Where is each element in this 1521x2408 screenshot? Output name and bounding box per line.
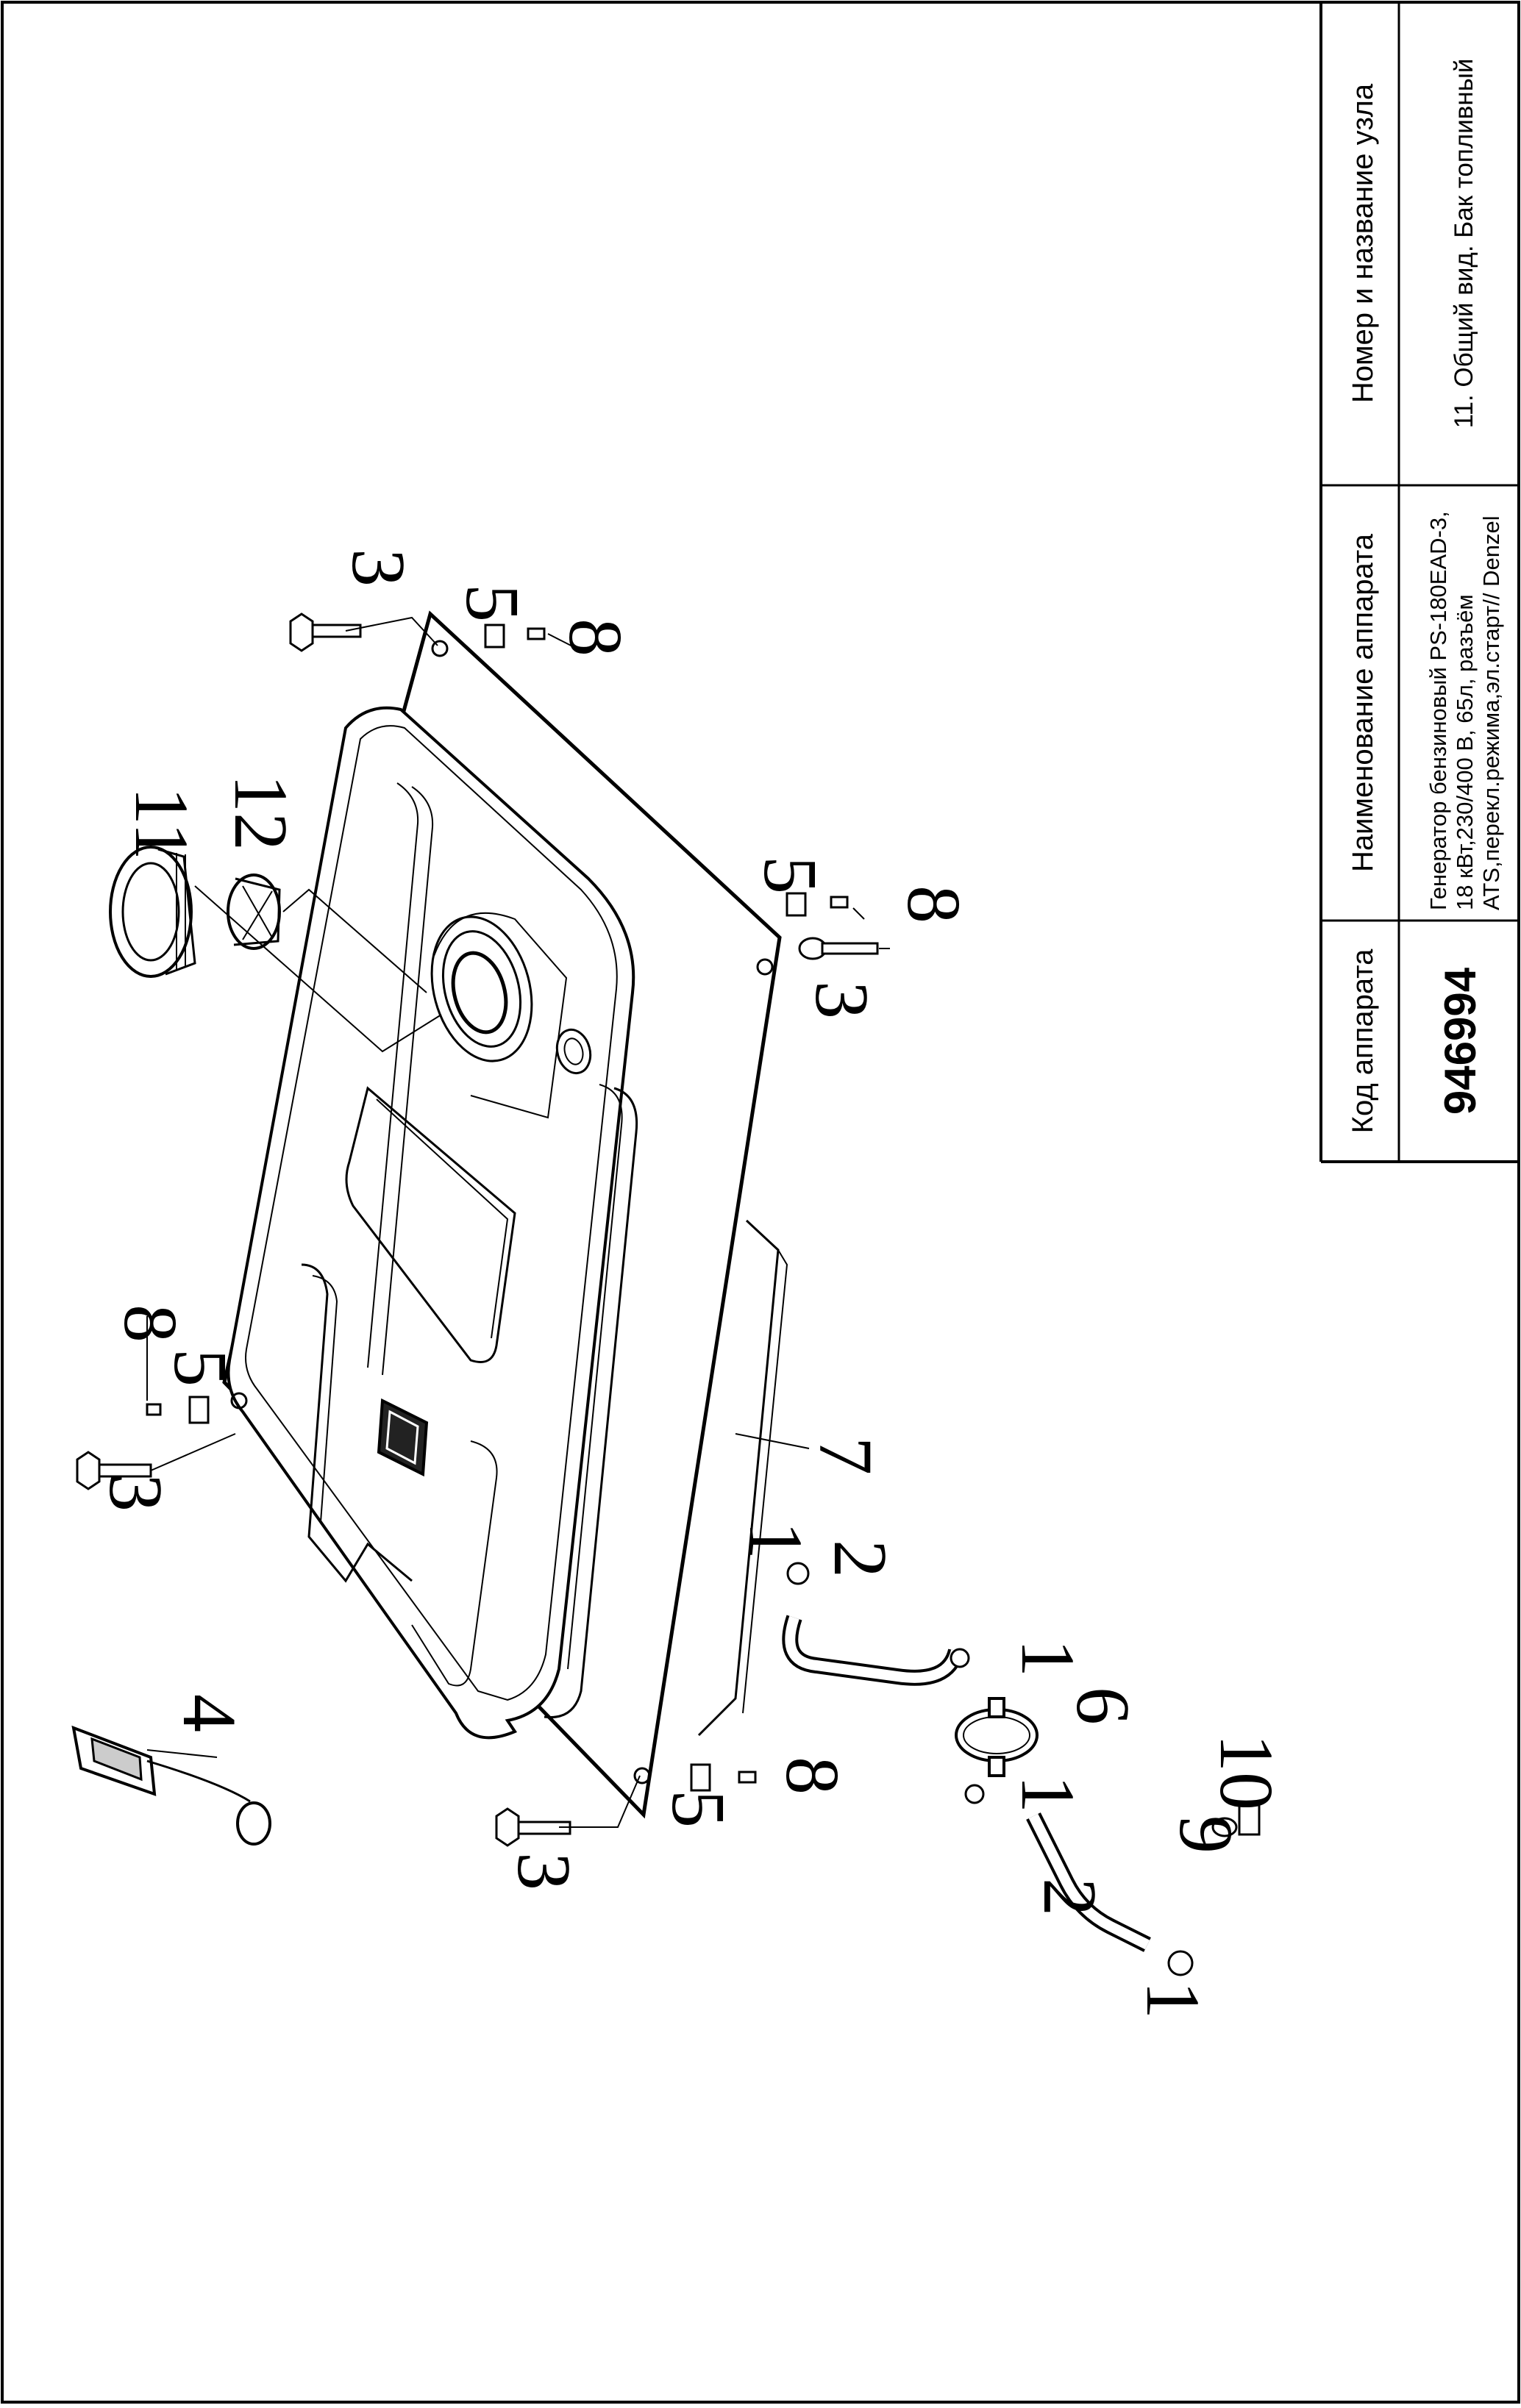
device-line-3: ATS,перекл.режима,эл.старт// Denzel [1478,515,1504,910]
device-header: Наименование аппарата [1347,533,1379,872]
callout-5-bottom: 5 [656,1790,741,1828]
device-line-2: 18 кВт,230/400 В, 65л, разъём [1452,594,1478,910]
bushings [188,624,807,1792]
leader-lines [146,616,890,1828]
bolt-top [289,612,362,652]
callout-3-bottom: 3 [502,1852,586,1890]
title-block: Код аппарата 946994 Наименование аппарат… [1319,2,1519,1163]
callout-8-bottom: 8 [770,1757,855,1795]
drain-fitting [1238,1804,1261,1836]
callout-8-left: 8 [108,1304,193,1343]
callout-3-left: 3 [93,1473,178,1512]
callout-1-a: 1 [733,1521,818,1560]
hose-clamps [786,1562,1194,1976]
fuel-line-lower [1026,1812,1151,1952]
bolt-bottom [495,1807,571,1847]
callout-7: 7 [803,1437,888,1475]
callout-12: 12 [218,774,303,851]
callout-5-top: 5 [450,584,535,622]
fuel-filter [955,1697,1039,1777]
callouts: 3 5 8 5 8 3 11 12 8 5 3 7 1 2 1 6 1 10 9… [93,549,1289,2019]
drain-washer [1211,1817,1238,1837]
bolt-left [76,1451,152,1490]
callout-9: 9 [1164,1815,1248,1854]
node-value: 11. Общий вид. Бак топливный [1450,59,1478,429]
bolt-right [798,937,879,960]
callout-3-top: 3 [336,549,421,587]
filler-strainer [227,873,281,950]
node-header: Номер и название узла [1347,83,1379,403]
callout-1-b: 1 [1005,1639,1090,1677]
fuel-line-upper [782,1615,964,1686]
callout-3-right: 3 [799,981,884,1019]
code-value: 946994 [1436,967,1485,1115]
code-header: Код аппарата [1347,948,1379,1133]
fuel-level-sender [71,1725,271,1846]
fuel-tank [222,610,788,1819]
callout-11: 11 [119,787,204,860]
filler-cap [109,846,196,978]
callout-2-a: 2 [818,1540,902,1578]
spacers [146,627,849,1784]
callout-6: 6 [1061,1687,1145,1725]
callout-10: 10 [1204,1734,1289,1810]
callout-8-top: 8 [553,618,638,657]
callout-5-right: 5 [748,856,833,894]
device-line-1: Генератор бензиновый PS-180EAD-3, [1425,511,1451,910]
callout-8-right: 8 [891,885,976,923]
callout-1-c: 1 [1005,1775,1090,1813]
callout-5-left: 5 [158,1348,243,1387]
callout-2-b: 2 [1027,1878,1112,1916]
callout-4: 4 [167,1694,252,1732]
callout-1-d: 1 [1130,1981,1215,2019]
